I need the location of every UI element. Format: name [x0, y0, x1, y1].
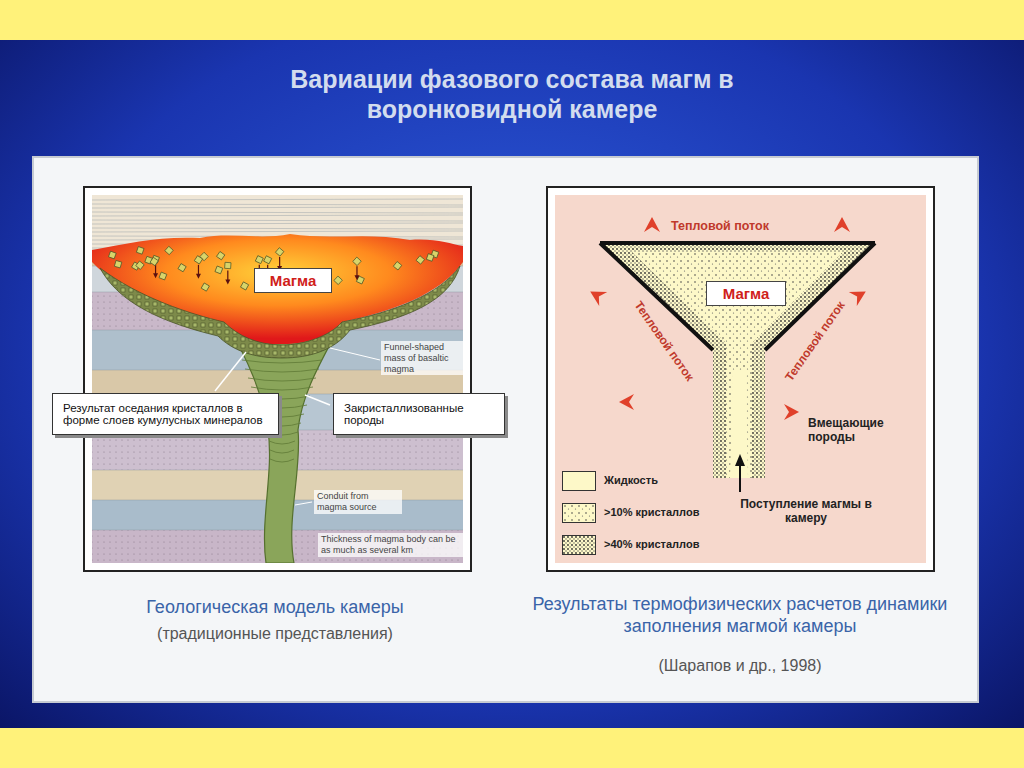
magma-lens [92, 234, 463, 344]
crystal [416, 256, 424, 264]
crystal [255, 256, 263, 264]
cumulus-band [270, 459, 294, 462]
magma-label-box: Магма [706, 281, 786, 306]
crystal [194, 256, 202, 264]
crystal [178, 264, 186, 272]
cumulus-band [245, 369, 319, 372]
caption-note: (традиционные представления) [90, 624, 460, 643]
legend-text: >40% кристаллов [604, 538, 699, 551]
bedding-line [92, 220, 463, 221]
host-rock-label: Вмещающие породы [808, 416, 918, 445]
legend-text: Жидкость [604, 474, 658, 487]
cumulus-band [251, 387, 313, 390]
node-text: Магма [711, 285, 781, 302]
liquid-zone [730, 372, 748, 478]
callout-box: Результат оседания кристаллов в форме сл… [52, 393, 279, 435]
crystal [150, 257, 158, 265]
settling-arrowhead [153, 273, 158, 278]
picture-frame [84, 187, 471, 571]
callout-box: Закристаллизованные породы [333, 393, 505, 435]
host-rock [555, 195, 926, 563]
legend-swatch [563, 536, 595, 554]
crystal [114, 260, 121, 267]
english-annotation: Funnel-shaped mass of basaltic magma [381, 341, 465, 375]
legend-sample-fill [563, 504, 595, 522]
inflow-arrow [739, 462, 741, 492]
english-annotation: Thickness of magma body can be as much a… [318, 533, 464, 557]
inflow-label: Поступление магмы в камеру [726, 497, 886, 526]
crystal [334, 276, 342, 284]
crystal [393, 262, 401, 270]
crystal [136, 261, 144, 269]
legend-sample [563, 536, 595, 554]
cumulus-band [248, 378, 316, 381]
crystal [426, 254, 434, 262]
crystal [225, 262, 231, 268]
crystal [136, 247, 144, 255]
crystal [165, 246, 173, 254]
crystal [275, 248, 283, 256]
caption-note: (Шарапов и др., 1998) [530, 656, 950, 675]
yellow-bar [0, 728, 1024, 768]
settling-arrowhead [196, 274, 201, 279]
legend-swatch [563, 504, 595, 522]
heat-flow-arrows [586, 217, 870, 420]
bedding-line [92, 207, 463, 208]
bedding-line [92, 223, 463, 224]
leader-line [330, 348, 380, 360]
crystal [264, 256, 272, 264]
crystal [215, 266, 223, 274]
geologic-section [92, 195, 463, 563]
magma-label-box: Магма [254, 268, 332, 293]
heat-flow-label: Тепловой поток [671, 219, 769, 234]
bedding-line [92, 228, 463, 229]
legend-sample-fill [563, 536, 595, 554]
bedding-line [92, 212, 463, 213]
crystal [241, 282, 249, 290]
english-annotation: Conduit from magma source [314, 490, 402, 514]
crystal [159, 272, 167, 280]
legend-sample [563, 504, 595, 522]
white-panel [33, 157, 978, 702]
cumulus-band [270, 450, 294, 453]
yellow-bar [0, 0, 1024, 40]
node-text: Магма [259, 272, 327, 289]
legend-swatch [563, 472, 595, 490]
leader-line [215, 352, 246, 391]
leader-line [295, 502, 312, 505]
picture-frame [547, 187, 934, 571]
bedding-line [92, 215, 463, 216]
slide-title: Вариации фазового состава магм в воронко… [222, 64, 802, 124]
node-text: Закристаллизованные породы [344, 402, 494, 426]
bedding-line [92, 199, 463, 200]
settling-arrowhead [354, 275, 359, 280]
inflow-arrowhead [735, 454, 745, 466]
cumulus-band [269, 441, 295, 444]
crystal [109, 251, 117, 259]
settling-arrowhead [225, 280, 230, 285]
crystal [201, 283, 209, 291]
caption-line: Геологическая модель камеры [90, 597, 460, 619]
legend-text: >10% кристаллов [604, 506, 699, 519]
bedding-line [92, 204, 463, 205]
leader-line [305, 395, 330, 405]
crystal [353, 257, 361, 265]
caption-line: Результаты термофизических расчетов дина… [530, 594, 950, 637]
cumulus-band [242, 360, 322, 363]
chamber-wall [600, 243, 875, 350]
bedding-line [92, 231, 463, 232]
node-text: Результат оседания кристаллов в форме сл… [63, 402, 268, 426]
crystal [217, 252, 225, 260]
